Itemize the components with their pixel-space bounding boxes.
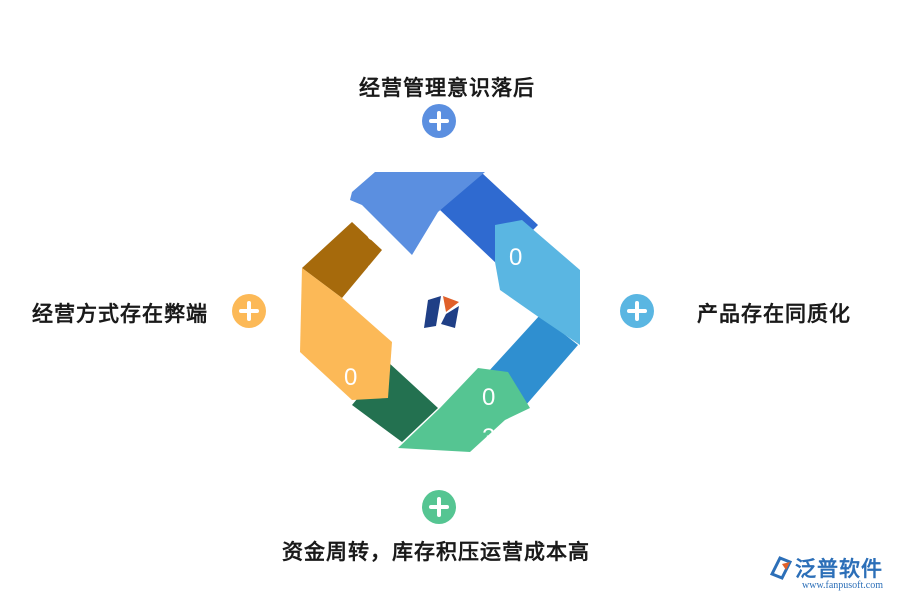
label-left: 经营方式存在弊端 [32, 302, 208, 326]
plus-circle-icon [422, 104, 456, 138]
arrow-number-a3: 0 [482, 384, 496, 411]
watermark-logo-icon [769, 556, 793, 580]
cyan-arrow [495, 220, 580, 345]
label-top: 经营管理意识落后 [359, 76, 535, 100]
orange-arrow [300, 268, 392, 400]
green-arrow [398, 368, 530, 452]
arrow-number-a3-second: 3 [482, 424, 496, 451]
plus-circle-icon [422, 490, 456, 524]
orange-fold-segment [302, 222, 382, 298]
fanpu-logo-icon [424, 296, 459, 328]
arrow-number-a1-second: 1 [366, 259, 380, 286]
arrow-number-a1: 0 [366, 219, 380, 246]
plus-circle-icon [232, 294, 266, 328]
label-right: 产品存在同质化 [697, 302, 851, 326]
arrow-number-a2: 0 [509, 244, 523, 271]
watermark-url: www.fanpusoft.com [802, 580, 884, 591]
arrow-number-a4: 0 [344, 364, 358, 391]
plus-circle-icon [620, 294, 654, 328]
blue-arrow [350, 172, 485, 255]
watermark-brand: 泛普软件 [795, 557, 883, 581]
label-bottom: 资金周转，库存积压运营成本高 [282, 540, 590, 564]
